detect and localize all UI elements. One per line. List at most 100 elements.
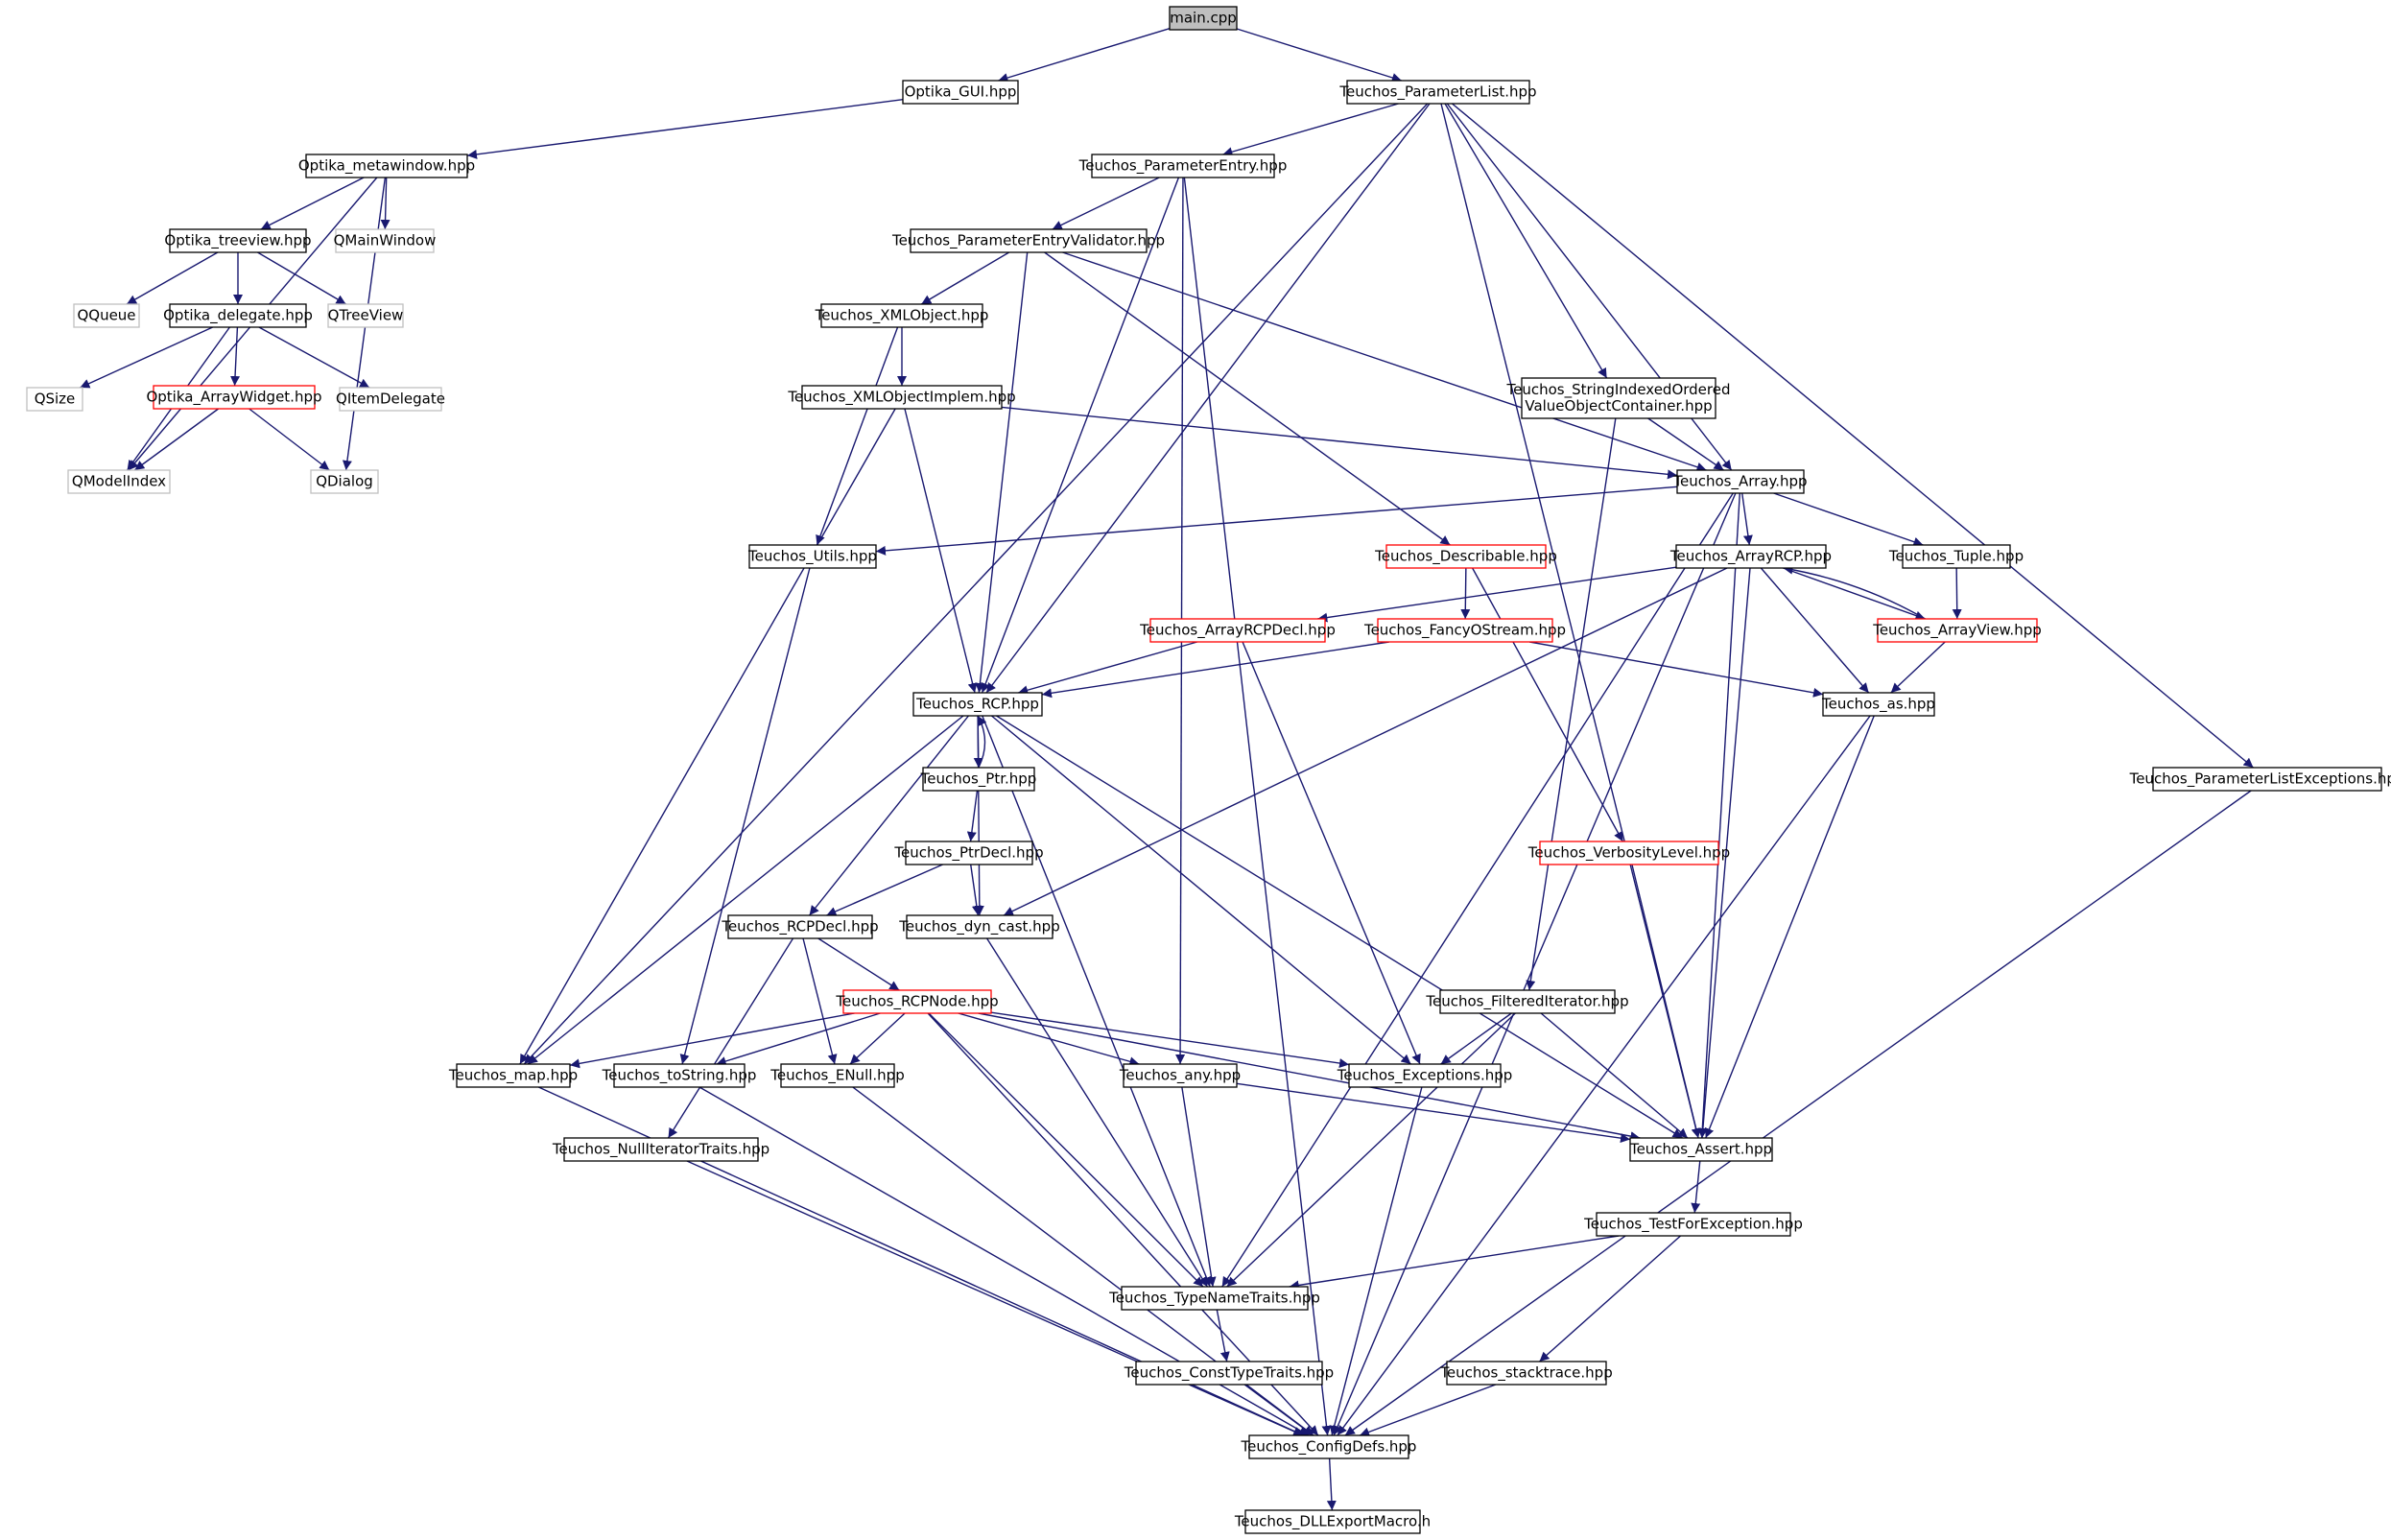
node-label: QItemDelegate xyxy=(336,391,445,408)
node-assert[interactable]: Teuchos_Assert.hpp xyxy=(1629,1137,1773,1162)
node-arrayrcpdecl[interactable]: Teuchos_ArrayRCPDecl.hpp xyxy=(1139,618,1336,643)
edge-rcpdecl-to-rcpnode xyxy=(817,937,900,991)
node-label: Teuchos_TestForException.hpp xyxy=(1583,1216,1803,1234)
node-ptr[interactable]: Teuchos_Ptr.hpp xyxy=(920,767,1037,792)
node-strindexed[interactable]: Teuchos_StringIndexedOrderedValueObjectC… xyxy=(1506,377,1731,419)
node-label: Teuchos_Ptr.hpp xyxy=(920,770,1037,789)
node-xmlobj[interactable]: Teuchos_XMLObject.hpp xyxy=(815,303,989,328)
node-optgui[interactable]: Optika_GUI.hpp xyxy=(902,80,1019,105)
node-box xyxy=(1149,618,1326,643)
node-label: Teuchos_ENull.hpp xyxy=(769,1067,904,1085)
edge-rcpdecl-to-enull xyxy=(802,937,838,1065)
node-dyncast[interactable]: Teuchos_dyn_cast.hpp xyxy=(898,914,1060,939)
edge-rcp-to-exceptions xyxy=(991,715,1411,1065)
node-label: Teuchos_ConfigDefs.hpp xyxy=(1241,1438,1417,1457)
edge-filtered-to-assert xyxy=(1540,1012,1689,1139)
edge-fancyostream-to-as xyxy=(1529,641,1824,698)
node-box xyxy=(820,303,983,328)
node-as[interactable]: Teuchos_as.hpp xyxy=(1821,692,1935,717)
node-label: Teuchos_ParameterList.hpp xyxy=(1338,83,1536,102)
node-stacktrace[interactable]: Teuchos_stacktrace.hpp xyxy=(1439,1361,1613,1386)
edge-rcpnode-to-enull xyxy=(849,1012,906,1065)
node-label: Optika_delegate.hpp xyxy=(163,307,313,325)
edge-array-to-configdefs xyxy=(1333,492,1737,1436)
node-label: Teuchos_ParameterListExceptions.hpp xyxy=(2129,770,2391,789)
node-verbosity[interactable]: Teuchos_VerbosityLevel.hpp xyxy=(1527,841,1730,865)
node-ptrdecl[interactable]: Teuchos_PtrDecl.hpp xyxy=(893,841,1044,865)
node-any[interactable]: Teuchos_any.hpp xyxy=(1119,1063,1241,1088)
node-label: Optika_treeview.hpp xyxy=(164,232,311,250)
node-dllexport[interactable]: Teuchos_DLLExportMacro.h xyxy=(1234,1509,1431,1534)
node-arrayview[interactable]: Teuchos_ArrayView.hpp xyxy=(1872,618,2042,643)
node-label: Teuchos_toString.hpp xyxy=(602,1067,757,1085)
node-box xyxy=(727,914,873,939)
node-utils[interactable]: Teuchos_Utils.hpp xyxy=(747,544,877,569)
edge-tuple-to-arrayview xyxy=(1952,567,1962,620)
node-rcpnode[interactable]: Teuchos_RCPNode.hpp xyxy=(835,989,999,1014)
edge-array-to-tuple xyxy=(1773,492,1924,547)
node-box xyxy=(1675,544,1827,569)
node-map[interactable]: Teuchos_map.hpp xyxy=(448,1063,578,1088)
node-typename[interactable]: Teuchos_TypeNameTraits.hpp xyxy=(1108,1286,1320,1311)
node-treeview[interactable]: Optika_treeview.hpp xyxy=(164,228,312,253)
node-delegate[interactable]: Optika_delegate.hpp xyxy=(163,303,313,328)
node-pentry[interactable]: Teuchos_ParameterEntry.hpp xyxy=(1078,154,1288,178)
node-label: Teuchos_PtrDecl.hpp xyxy=(893,844,1043,863)
node-tostring[interactable]: Teuchos_toString.hpp xyxy=(602,1063,757,1088)
node-label: Teuchos_ParameterEntryValidator.hpp xyxy=(891,232,1165,250)
node-rcpdecl[interactable]: Teuchos_RCPDecl.hpp xyxy=(721,914,879,939)
node-label: Teuchos_Array.hpp xyxy=(1672,473,1807,491)
node-fancyostream[interactable]: Teuchos_FancyOStream.hpp xyxy=(1363,618,1566,643)
node-box xyxy=(305,154,468,178)
node-label: QTreeView xyxy=(328,307,404,324)
node-box xyxy=(456,1063,571,1088)
edge-rcp-to-rcpdecl xyxy=(809,715,969,916)
node-rcp[interactable]: Teuchos_RCP.hpp xyxy=(912,692,1043,717)
node-configdefs[interactable]: Teuchos_ConfigDefs.hpp xyxy=(1241,1434,1417,1459)
node-plistexc[interactable]: Teuchos_ParameterListExceptions.hpp xyxy=(2129,767,2391,792)
node-consttype[interactable]: Teuchos_ConstTypeTraits.hpp xyxy=(1124,1361,1334,1386)
node-arrayrcp[interactable]: Teuchos_ArrayRCP.hpp xyxy=(1669,544,1832,569)
node-label: Teuchos_Utils.hpp xyxy=(747,548,877,566)
node-arraywidget[interactable]: Optika_ArrayWidget.hpp xyxy=(146,385,322,410)
node-filtered[interactable]: Teuchos_FilteredIterator.hpp xyxy=(1425,989,1629,1014)
edge-plist-to-assert xyxy=(1440,103,1701,1139)
edge-configdefs-to-dllexport xyxy=(1326,1457,1337,1511)
edge-arrayrcpdecl-to-rcp xyxy=(1018,641,1197,696)
edge-testexc-to-typename xyxy=(1289,1235,1620,1291)
node-tuple[interactable]: Teuchos_Tuple.hpp xyxy=(1888,544,2024,569)
edge-pevalid-to-rcp xyxy=(975,251,1029,694)
node-array[interactable]: Teuchos_Array.hpp xyxy=(1672,469,1808,494)
node-box xyxy=(1169,6,1238,31)
node-metawin[interactable]: Optika_metawindow.hpp xyxy=(298,154,475,178)
node-exceptions[interactable]: Teuchos_Exceptions.hpp xyxy=(1337,1063,1513,1088)
node-box xyxy=(1629,1137,1773,1162)
node-box xyxy=(1446,1361,1607,1386)
edge-pentry-to-pevalid xyxy=(1052,177,1160,230)
edge-arrayrcp-to-dyncast xyxy=(1003,567,1728,916)
node-enull[interactable]: Teuchos_ENull.hpp xyxy=(769,1063,905,1088)
edge-xmlimpl-to-map xyxy=(519,408,896,1065)
node-box xyxy=(1539,841,1719,865)
node-box xyxy=(905,841,1033,865)
node-box xyxy=(780,1063,895,1088)
edge-main-to-optgui xyxy=(998,27,1171,83)
node-pevalid[interactable]: Teuchos_ParameterEntryValidator.hpp xyxy=(891,228,1165,253)
node-plist[interactable]: Teuchos_ParameterList.hpp xyxy=(1338,80,1537,105)
edge-consttype-to-configdefs xyxy=(1243,1384,1314,1436)
node-describable[interactable]: Teuchos_Describable.hpp xyxy=(1374,544,1557,569)
node-testexc[interactable]: Teuchos_TestForException.hpp xyxy=(1583,1212,1803,1237)
node-label: QSize xyxy=(35,391,76,408)
node-nulliter[interactable]: Teuchos_NullIteratorTraits.hpp xyxy=(552,1137,769,1162)
node-xmlimpl[interactable]: Teuchos_XMLObjectImplem.hpp xyxy=(787,385,1016,410)
edge-exceptions-to-configdefs xyxy=(1329,1086,1423,1436)
node-box xyxy=(1135,1361,1323,1386)
edge-plist-to-map xyxy=(523,103,1429,1065)
node-label: Teuchos_Tuple.hpp xyxy=(1888,548,2024,566)
node-label: Teuchos_ArrayRCPDecl.hpp xyxy=(1139,622,1336,640)
edge-ptrdecl-to-dyncast xyxy=(970,864,982,916)
node-main[interactable]: main.cpp xyxy=(1169,6,1238,31)
edge-array-to-assert xyxy=(1697,492,1740,1139)
edge-dyncast-to-typename xyxy=(986,937,1208,1288)
